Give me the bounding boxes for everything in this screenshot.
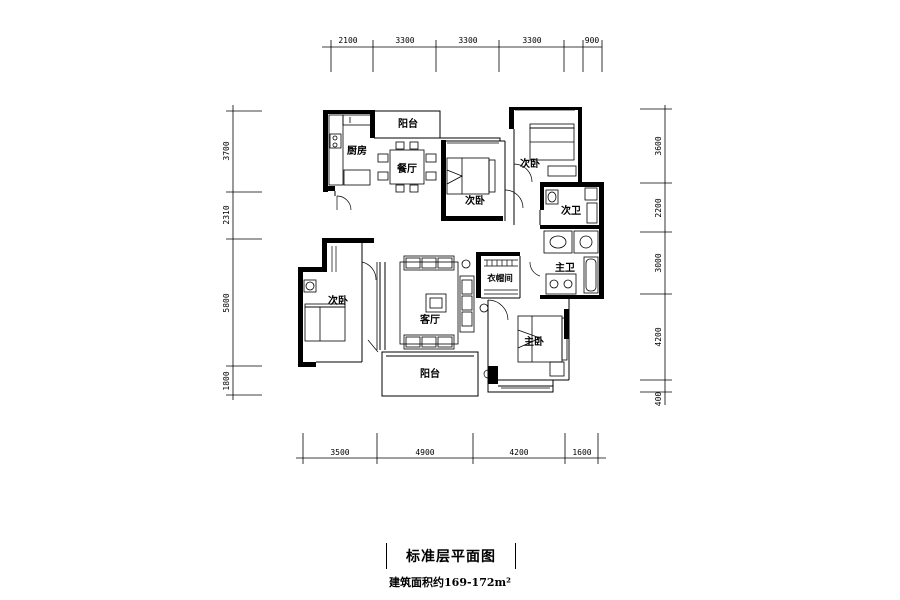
bath2-fixtures [545, 187, 598, 224]
dimension-left [226, 105, 262, 400]
room-label-master-bedroom: 主卧 [524, 335, 544, 348]
dimension-bottom [296, 433, 606, 464]
dim-bottom-2: 4900 [415, 448, 434, 457]
dim-top-4: 3300 [522, 36, 541, 45]
structural-walls [298, 107, 604, 384]
dim-right-1: 3600 [654, 136, 663, 155]
kitchen-counter [328, 114, 372, 186]
title-frame: 标准层平面图 [386, 543, 516, 569]
dim-left-4: 1800 [222, 371, 231, 390]
dim-bottom-3: 4200 [509, 448, 528, 457]
room-label-bedroom-ne: 次卧 [520, 157, 540, 170]
bed-west [303, 279, 346, 342]
dining-table [377, 141, 437, 193]
room-label-dining: 餐厅 [396, 162, 417, 175]
dim-top-1: 2100 [338, 36, 357, 45]
bed-middle [446, 157, 496, 195]
dim-left-3: 5800 [222, 293, 231, 312]
room-label-closet: 衣帽间 [487, 273, 513, 284]
dim-left-1: 3700 [222, 141, 231, 160]
room-label-balcony-bottom: 阳台 [420, 367, 440, 380]
dimension-top [322, 40, 603, 72]
interior-walls [316, 110, 570, 397]
dim-right-3: 3000 [654, 253, 663, 272]
windows [376, 109, 575, 389]
room-label-bedroom-mid: 次卧 [465, 194, 485, 207]
closet-racks [331, 246, 518, 295]
master-bath-fixtures [543, 230, 599, 295]
bed-northeast [529, 123, 577, 177]
dim-top-3: 3300 [458, 36, 477, 45]
dim-right-4: 4200 [654, 327, 663, 346]
room-label-balcony-top: 阳台 [398, 117, 418, 130]
plan-title: 标准层平面图 [406, 549, 496, 565]
dim-bottom-1: 3500 [330, 448, 349, 457]
room-label-master-bath: 主卫 [555, 261, 575, 274]
dimension-right [640, 105, 672, 405]
dim-right-2: 2200 [654, 198, 663, 217]
dim-top-2: 3300 [395, 36, 414, 45]
room-label-bedroom-west: 次卧 [328, 294, 348, 307]
building-area-note: 建筑面积约169-172m² [389, 576, 511, 589]
room-label-bath2: 次卫 [561, 204, 581, 217]
dim-top-5: 900 [585, 36, 600, 45]
dim-bottom-4: 1600 [572, 448, 591, 457]
room-label-kitchen: 厨房 [347, 144, 367, 157]
dim-left-2: 2310 [222, 205, 231, 224]
room-label-living: 客厅 [419, 313, 440, 326]
bed-master [517, 315, 568, 377]
dim-right-5: 400 [654, 392, 663, 407]
doors [336, 163, 541, 379]
living-sofa-set [399, 255, 489, 350]
